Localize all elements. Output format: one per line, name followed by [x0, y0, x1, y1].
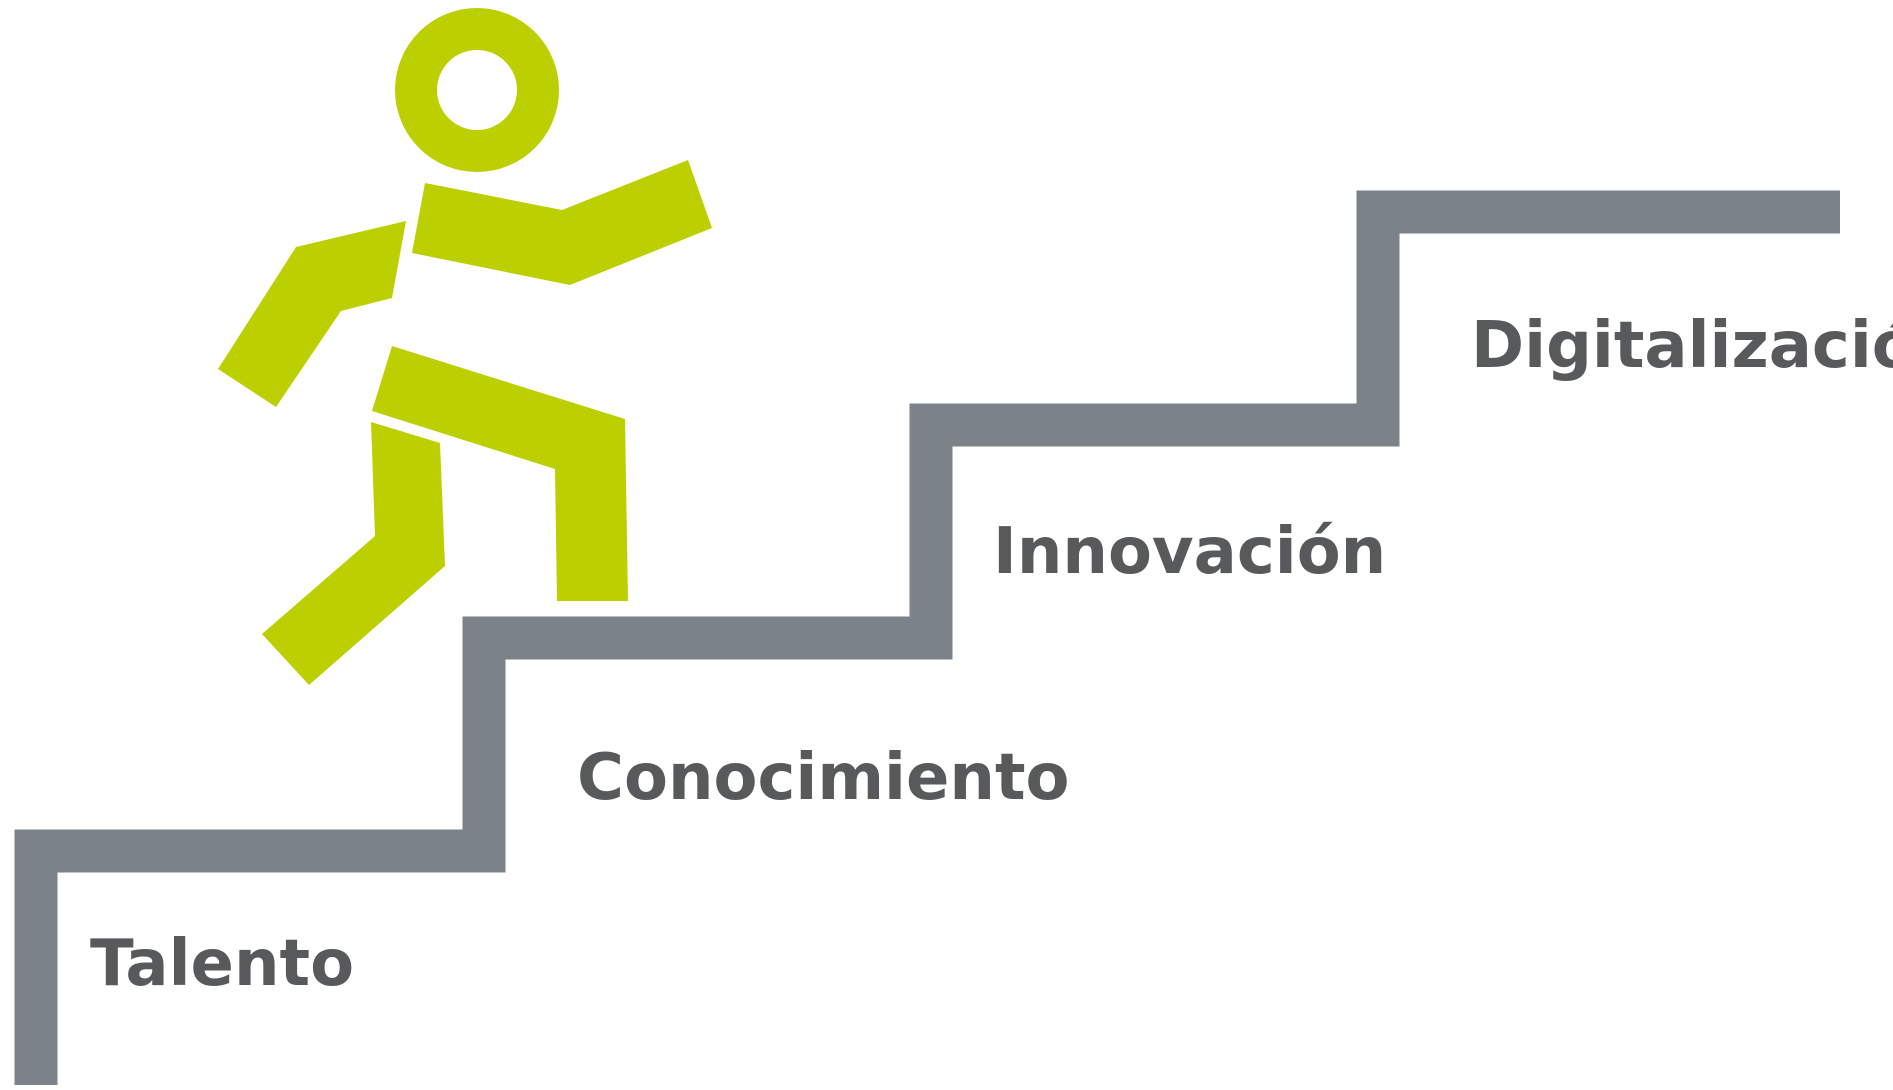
staircase-icon — [14, 190, 1840, 1085]
step-label-talento: Talento — [90, 927, 355, 1001]
figure-torso-arm — [412, 160, 712, 285]
step-label-conocimiento: Conocimiento — [577, 741, 1070, 815]
figure-back-leg — [262, 422, 445, 685]
figure-front-leg — [372, 346, 628, 601]
figure-back-arm — [218, 221, 406, 407]
figure-head — [395, 8, 559, 172]
step-label-digitalizacion: Digitalización — [1471, 309, 1893, 383]
step-label-innovacion: Innovación — [993, 515, 1387, 589]
person-climbing-stairs-icon — [218, 8, 712, 685]
